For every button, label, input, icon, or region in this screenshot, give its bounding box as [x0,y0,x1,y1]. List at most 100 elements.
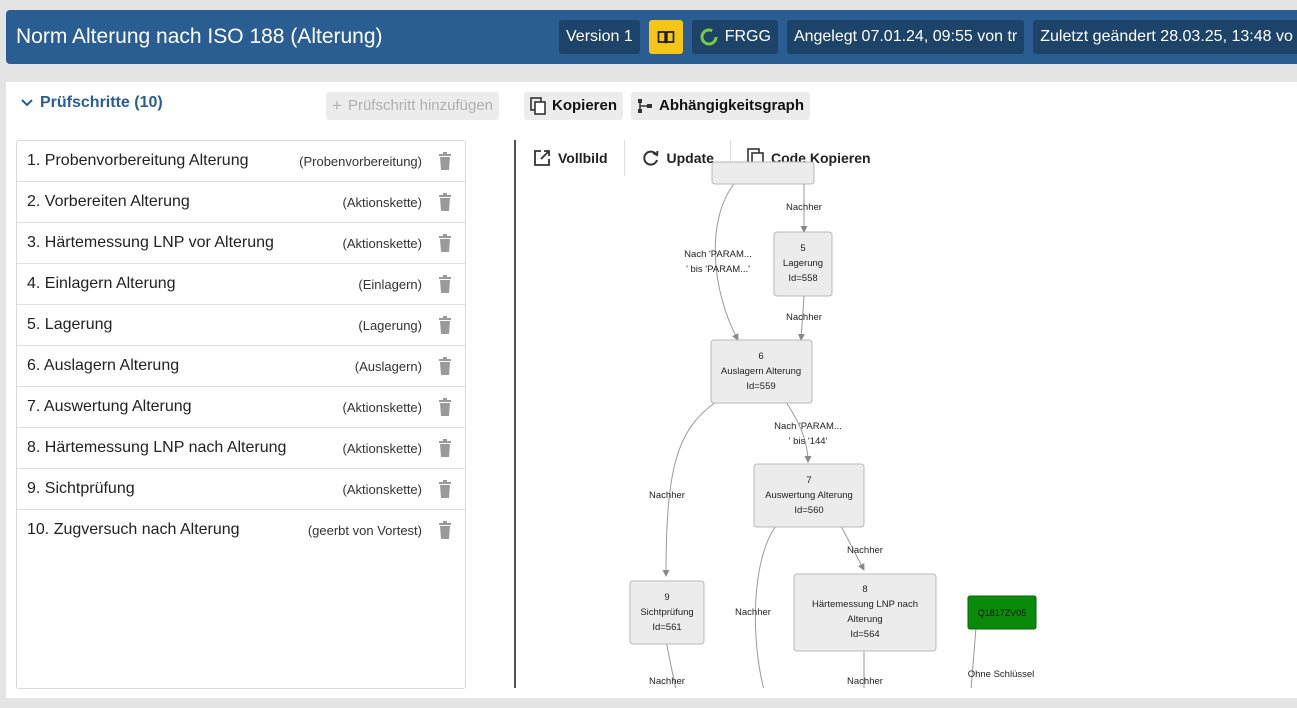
edge-6-7 [785,401,812,463]
step-type: (Aktionskette) [342,194,422,210]
node-6-num: 6 [758,351,763,362]
version-chip[interactable]: Version 1 [559,20,640,54]
edge-5-6 [797,295,805,341]
status-chip[interactable]: FRGG [691,20,778,54]
step-label: 5. Lagerung [27,316,113,333]
trash-icon[interactable] [437,275,453,298]
edge-label-param1-b: ' bis 'PARAM...' [686,264,750,275]
node-5-num: 5 [800,243,805,254]
update-button[interactable]: Update [625,140,731,176]
edge-label-nachher: Nachher [847,545,883,556]
trash-icon[interactable] [437,316,453,339]
node-5-id: Id=558 [788,273,817,284]
trash-icon[interactable] [437,234,453,257]
edge-label-nachher: Nachher [735,607,771,618]
step-type: (Aktionskette) [342,440,422,456]
step-label: 7. Auswertung Alterung [27,398,192,415]
dependency-graph: Vollbild Update Code Kopieren [514,140,1297,688]
fullscreen-label: Vollbild [558,150,608,166]
step-list: 1. Probenvorbereitung Alterung (Probenvor… [16,140,466,689]
edge-tag-down [970,627,977,688]
section-toggle[interactable]: Prüfschritte (10) [20,94,163,112]
step-row[interactable]: 4. Einlagern Alterung (Einlagern) [17,264,465,305]
steps-panel: Prüfschritte (10) + Prüfschritt hinzufüg… [6,82,1297,698]
step-label: 8. Härtemessung LNP nach Alterung [27,439,287,456]
step-row[interactable]: 5. Lagerung(Lagerung) [17,305,465,346]
step-label: 6. Auslagern Alterung [27,357,180,374]
plus-icon: + [332,96,342,115]
copy-icon [530,97,546,115]
node-7-num: 7 [806,475,811,486]
edge-label-param2-b: ' bis '144' [789,436,828,447]
fullscreen-button[interactable]: Vollbild [516,140,625,176]
page-title: Norm Alterung nach ISO 188 (Alterung) [16,25,383,48]
trash-icon[interactable] [437,357,453,380]
step-label: 1. Probenvorbereitung Alterung [27,152,249,169]
step-row[interactable]: 10. Zugversuch nach Alterung(geerbt von … [17,510,465,550]
node-6: 6 Auslagern Alterung Id=559 [710,339,813,404]
step-label: 9. Sichtprüfung [27,480,135,497]
top-node [711,161,815,185]
update-label: Update [666,150,714,166]
graph-canvas: 5 Lagerung Id=558 6 Auslagern Alterung I… [629,161,1037,688]
edge-7-8 [840,525,865,571]
node-9-name: Sichtprüfung [640,607,693,618]
status-ring-icon [700,28,718,46]
step-label: 4. Einlagern Alterung [27,275,176,292]
title-bar: Norm Alterung nach ISO 188 (Alterung) Ve… [6,10,1297,64]
step-label: 2. Vorbereiten Alterung [27,193,190,210]
step-type: (Aktionskette) [342,399,422,415]
step-row[interactable]: 7. Auswertung Alterung (Aktionskette) [17,387,465,428]
node-7: 7 Auswertung Alterung Id=560 [753,463,865,528]
external-link-icon [534,150,550,166]
step-row[interactable]: 9. Sichtprüfung (Aktionskette) [17,469,465,510]
trash-icon[interactable] [437,439,453,462]
node-7-name: Auswertung Alterung [765,490,853,501]
edge-6-9 [662,401,717,577]
node-8: 8 Härtemessung LNP nach Alterung Id=564 [793,573,937,652]
step-row[interactable]: 2. Vorbereiten Alterung (Aktionskette) [17,182,465,223]
header-chips: Version 1 FRGG Angelegt 07.01.24, 09:55 … [559,20,1297,54]
node-tag: Q1817ZV05 [967,595,1037,630]
section-title: Prüfschritte (10) [40,94,163,111]
edge-label-param2-a: Nach 'PARAM... [774,421,842,432]
trash-icon[interactable] [437,398,453,421]
add-step-button[interactable]: + Prüfschritt hinzufügen [326,92,500,120]
node-6-name: Auslagern Alterung [721,366,801,377]
dependency-graph-button[interactable]: Abhängigkeitsgraph [631,92,811,120]
edge-label-nachher: Nachher [786,202,822,213]
step-row[interactable]: 3. Härtemessung LNP vor Alterung(Aktions… [17,223,465,264]
node-7-id: Id=560 [794,505,823,516]
modified-chip: Zuletzt geändert 28.03.25, 13:48 vo [1033,20,1297,54]
step-type: (Aktionskette) [342,481,422,497]
created-chip: Angelegt 07.01.24, 09:55 von tr [786,20,1025,54]
book-icon [657,31,675,44]
copy-button[interactable]: Kopieren [524,92,624,120]
step-row[interactable]: 6. Auslagern Alterung (Auslagern) [17,346,465,387]
graph-toolbar: Vollbild Update Code Kopieren [516,140,1297,176]
step-type: (Probenvorbereitung) [299,153,422,169]
step-row[interactable]: 8. Härtemessung LNP nach Alterung (Aktion… [17,428,465,469]
step-type: (Auslagern) [354,358,422,374]
trash-icon[interactable] [437,193,453,216]
edge-label-nachher: Nachher [649,490,685,501]
step-type: (Einlagern) [358,276,422,292]
edge-label-param1-a: Nach 'PARAM... [684,249,752,260]
node-9-num: 9 [664,592,669,603]
trash-icon[interactable] [437,521,453,544]
edge-label-nachher: Nachher [649,676,685,687]
refresh-icon [642,150,659,166]
step-label: 10. Zugversuch nach Alterung [27,521,240,538]
trash-icon[interactable] [437,152,453,175]
chevron-down-icon [21,99,33,107]
node-8-name2: Alterung [847,614,882,625]
node-5-name: Lagerung [783,258,823,269]
step-row[interactable]: 1. Probenvorbereitung Alterung (Probenvor… [17,141,465,182]
add-step-label: Prüfschritt hinzufügen [347,97,494,114]
dependency-graph-label: Abhängigkeitsgraph [659,97,805,114]
book-button[interactable] [648,20,683,54]
status-text: FRGG [724,28,771,45]
trash-icon[interactable] [437,480,453,503]
edge-label-ohne: Ohne Schlüssel [968,669,1035,680]
node-9: 9 Sichtprüfung Id=561 [629,580,705,645]
